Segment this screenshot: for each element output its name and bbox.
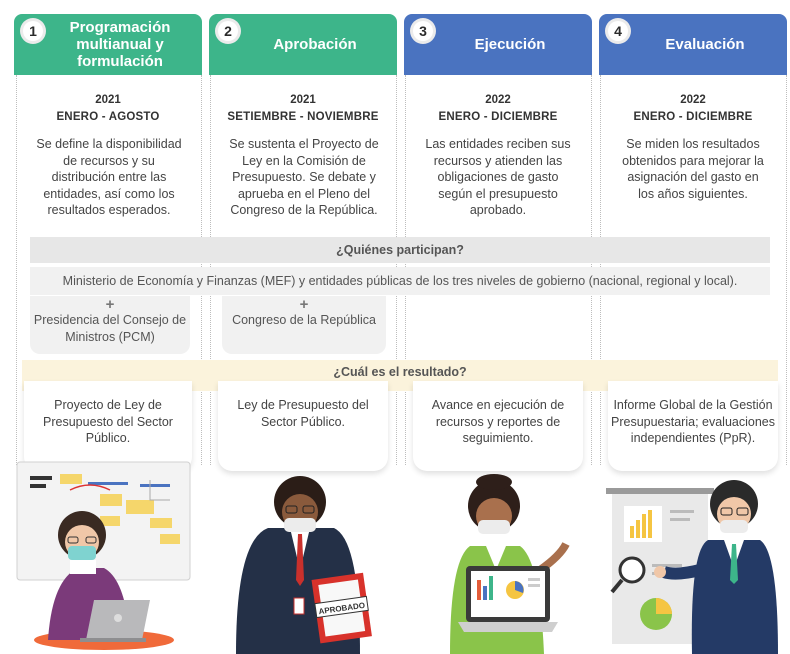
participants-extra-2: + Congreso de la República: [222, 296, 386, 354]
participants-extra-1: + Presidencia del Consejo de Ministros (…: [30, 296, 190, 354]
stage-year-4: 2022: [680, 94, 706, 106]
stage-result-4: Informe Global de la Gestión Presupuesta…: [608, 381, 778, 471]
stage-header-4: 4 Evaluación: [599, 14, 787, 75]
stage-number-1: 1: [20, 18, 46, 44]
stage-period-4: ENERO - DICIEMBRE: [633, 111, 753, 123]
evaluator-illustration: [606, 480, 778, 654]
stage-header-2: 2 Aprobación: [209, 14, 397, 75]
stage-description-3: Las entidades reciben sus recursos y ati…: [425, 137, 571, 217]
stage-header-1: 1 Programación multianual y formulación: [14, 14, 202, 75]
stage-description-2: Se sustenta el Proyecto de Ley en la Com…: [229, 137, 379, 217]
stage-number-2: 2: [215, 18, 241, 44]
stage-title-2: Aprobación: [273, 36, 357, 53]
stage-description-1: Se define la disponibilidad de recursos …: [36, 137, 182, 217]
legislator-illustration: APROBADO: [236, 476, 372, 654]
stage-period-1: ENERO - AGOSTO: [56, 111, 160, 123]
stage-result-3: Avance en ejecución de recursos y report…: [413, 381, 583, 471]
column-divider: [786, 75, 787, 465]
illustrations: APROBADO: [16, 461, 778, 654]
stage-year-1: 2021: [95, 94, 121, 106]
stage-title-3: Ejecución: [474, 36, 546, 53]
stage-period-2: SETIEMBRE - NOVIEMBRE: [227, 111, 379, 123]
stage-number-4: 4: [605, 18, 631, 44]
stage-result-2: Ley de Presupuesto del Sector Público.: [218, 381, 388, 471]
stage-title-1: Programación multianual y formulación: [69, 19, 171, 70]
participants-extra-2-label: Congreso de la República: [232, 313, 376, 327]
participants-common: Ministerio de Economía y Finanzas (MEF) …: [30, 267, 770, 295]
stage-result-1: Proyecto de Ley de Presupuesto del Secto…: [24, 381, 192, 471]
participants-heading: ¿Quiénes participan?: [30, 237, 770, 263]
result-band-strip: [22, 381, 778, 391]
stage-description-4: Se miden los resultados obtenidos para m…: [622, 137, 764, 201]
participants-extra-1-label: Presidencia del Consejo de Ministros (PC…: [33, 313, 187, 344]
stage-number-3: 3: [410, 18, 436, 44]
stage-year-2: 2021: [290, 94, 316, 106]
stage-year-3: 2022: [485, 94, 511, 106]
stage-period-3: ENERO - DICIEMBRE: [438, 111, 558, 123]
stage-title-4: Evaluación: [665, 36, 745, 53]
plus-icon: +: [105, 296, 115, 313]
column-divider: [16, 75, 17, 465]
plus-icon: +: [299, 296, 309, 313]
planner-illustration: [16, 461, 191, 650]
executor-illustration: [450, 474, 570, 654]
stage-header-3: 3 Ejecución: [404, 14, 592, 75]
result-heading: ¿Cuál es el resultado?: [22, 360, 778, 384]
